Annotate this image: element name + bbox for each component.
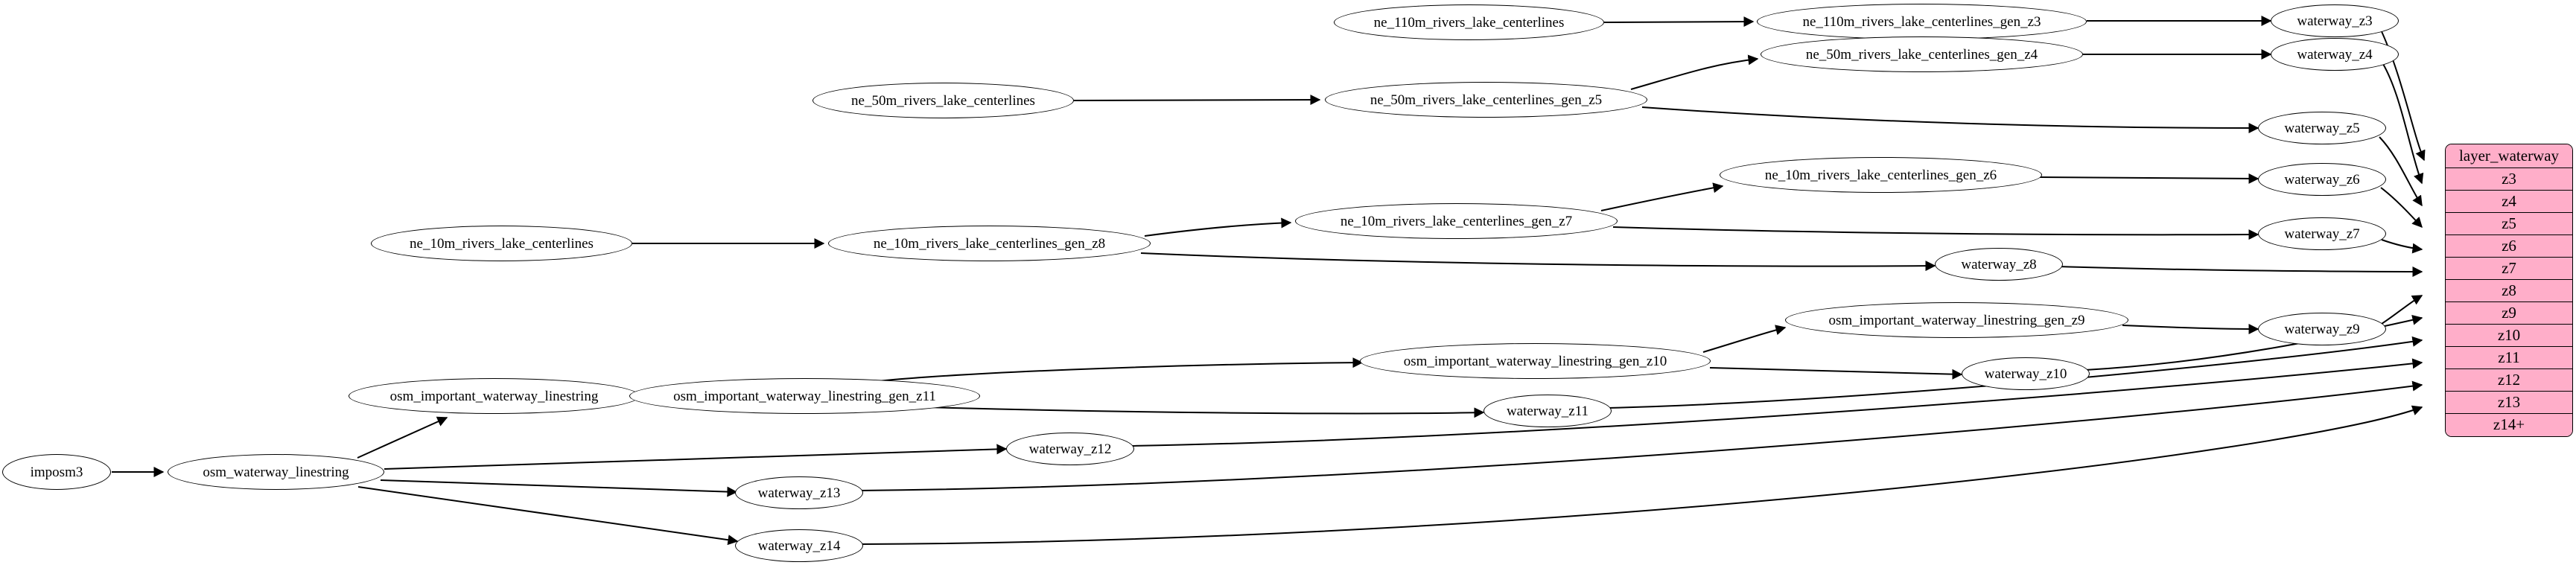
node-label: ne_110m_rivers_lake_centerlines_gen_z3 [1802,13,2041,30]
node-waterway-z11[interactable]: waterway_z11 [1483,395,1612,427]
layer-waterway-table[interactable]: layer_waterway z3 z4 z5 z6 z7 z8 z9 z10 … [2445,144,2573,437]
node-waterway-z10[interactable]: waterway_z10 [1962,357,2090,390]
node-waterway-z5[interactable]: waterway_z5 [2258,112,2386,144]
node-label: waterway_z12 [1028,441,1112,457]
node-label: waterway_z10 [1984,366,2067,382]
node-ne-10m-rivers-lake-centerlines-gen-z6[interactable]: ne_10m_rivers_lake_centerlines_gen_z6 [1720,157,2042,193]
node-waterway-z3[interactable]: waterway_z3 [2271,4,2399,37]
edge-iww-z9-waterway-z9 [2122,323,2259,334]
table-row-z5[interactable]: z5 [2446,213,2572,235]
node-label: waterway_z5 [2284,120,2360,136]
node-label: waterway_z7 [2284,226,2360,242]
table-row-z8[interactable]: z8 [2446,280,2572,302]
node-label: waterway_z6 [2284,171,2360,188]
node-osm-important-waterway-linestring[interactable]: osm_important_waterway_linestring [349,378,640,414]
edge-osm-waterway-z12 [384,444,1008,470]
edge-waterway-z9-table-z9 [2381,295,2423,325]
edge-ne10-z8-waterway-z8 [1140,252,1936,272]
node-label: imposm3 [30,464,83,480]
node-label: ne_10m_rivers_lake_centerlines_gen_z6 [1764,167,1997,183]
node-ne-10m-rivers-lake-centerlines[interactable]: ne_10m_rivers_lake_centerlines [371,226,632,261]
table-row-z13[interactable]: z13 [2446,392,2572,414]
node-label: osm_important_waterway_linestring_gen_z1… [673,388,936,404]
node-waterway-z14[interactable]: waterway_z14 [735,529,863,562]
node-waterway-z6[interactable]: waterway_z6 [2258,163,2386,196]
node-waterway-z8[interactable]: waterway_z8 [1935,248,2063,281]
node-ne-50m-rivers-lake-centerlines[interactable]: ne_50m_rivers_lake_centerlines [812,83,1074,118]
table-row-z7[interactable]: z7 [2446,258,2572,280]
edge-iww-z10-iww-z9 [1702,325,1787,353]
node-label: osm_important_waterway_linestring_gen_z9 [1828,312,2085,328]
edge-ne50-z5-waterway-z5 [1641,106,2259,133]
edge-waterway-z4-table-z4 [2382,63,2424,185]
node-label: waterway_z13 [757,485,841,501]
table-row-z12[interactable]: z12 [2446,369,2572,392]
edge-ne10-z8-ne10-z7 [1144,217,1292,237]
edge-ne50-z5-ne50-z4 [1630,54,1759,90]
node-label: osm_waterway_linestring [203,464,349,480]
node-osm-important-waterway-linestring-gen-z11[interactable]: osm_important_waterway_linestring_gen_z1… [629,378,980,414]
edge-ne10-z7-waterway-z7 [1612,226,2259,240]
edge-ne10-z6-waterway-z6 [2039,173,2259,184]
table-row-z9[interactable]: z9 [2446,302,2572,325]
node-ne-50m-rivers-lake-centerlines-gen-z5[interactable]: ne_50m_rivers_lake_centerlines_gen_z5 [1325,82,1647,118]
node-waterway-z4[interactable]: waterway_z4 [2271,38,2399,71]
node-label: ne_10m_rivers_lake_centerlines [410,235,594,252]
node-waterway-z13[interactable]: waterway_z13 [735,476,863,509]
node-osm-waterway-linestring[interactable]: osm_waterway_linestring [168,454,384,490]
edge-osm-waterway-osm-important [357,416,448,459]
node-waterway-z9[interactable]: waterway_z9 [2258,313,2386,345]
node-label: waterway_z9 [2284,321,2360,337]
node-imposm3[interactable]: imposm3 [2,454,111,490]
node-label: ne_50m_rivers_lake_centerlines [851,92,1035,109]
node-label: waterway_z8 [1961,256,2037,272]
edge-waterway-z5-table-z5 [2379,136,2423,207]
node-ne-50m-rivers-lake-centerlines-gen-z4[interactable]: ne_50m_rivers_lake_centerlines_gen_z4 [1761,36,2083,72]
table-header: layer_waterway [2446,144,2572,168]
node-label: ne_50m_rivers_lake_centerlines_gen_z5 [1370,92,1603,108]
node-waterway-z12[interactable]: waterway_z12 [1006,433,1134,465]
node-label: ne_10m_rivers_lake_centerlines_gen_z8 [873,235,1106,252]
node-label: waterway_z11 [1506,403,1589,419]
edge-waterway-z7-table-z7 [2381,239,2423,254]
node-osm-important-waterway-linestring-gen-z9[interactable]: osm_important_waterway_linestring_gen_z9 [1785,302,2128,338]
node-ne-10m-rivers-lake-centerlines-gen-z8[interactable]: ne_10m_rivers_lake_centerlines_gen_z8 [828,226,1151,261]
edge-waterway-z8-table-z8 [2058,266,2423,277]
table-row-z14plus[interactable]: z14+ [2446,414,2572,436]
table-row-z3[interactable]: z3 [2446,168,2572,191]
node-label: ne_110m_rivers_lake_centerlines [1373,14,1565,31]
node-ne-110m-rivers-lake-centerlines[interactable]: ne_110m_rivers_lake_centerlines [1334,4,1604,40]
node-label: ne_50m_rivers_lake_centerlines_gen_z4 [1805,46,2038,63]
table-row-z6[interactable]: z6 [2446,235,2572,258]
edge-waterway-z6-table-z6 [2380,187,2423,229]
node-label: waterway_z3 [2297,13,2373,29]
edge-iww-z10-waterway-z10 [1709,367,1963,380]
node-label: waterway_z14 [757,537,841,554]
node-ne-10m-rivers-lake-centerlines-gen-z7[interactable]: ne_10m_rivers_lake_centerlines_gen_z7 [1295,203,1618,239]
edge-waterway-z12-table-z12 [1129,358,2423,447]
edge-osm-waterway-z13 [380,479,738,497]
edge-waterway-z14-table-z14 [858,405,2423,545]
table-row-z10[interactable]: z10 [2446,325,2572,347]
node-label: osm_important_waterway_linestring_gen_z1… [1403,353,1667,369]
node-label: waterway_z4 [2297,46,2373,63]
node-label: ne_10m_rivers_lake_centerlines_gen_z7 [1340,213,1573,229]
node-ne-110m-rivers-lake-centerlines-gen-z3[interactable]: ne_110m_rivers_lake_centerlines_gen_z3 [1757,4,2087,39]
node-waterway-z7[interactable]: waterway_z7 [2258,217,2386,250]
node-osm-important-waterway-linestring-gen-z10[interactable]: osm_important_waterway_linestring_gen_z1… [1360,343,1711,379]
edge-osm-waterway-z14 [357,486,739,546]
table-row-z4[interactable]: z4 [2446,191,2572,213]
table-row-z11[interactable]: z11 [2446,347,2572,369]
edge-ne10-z7-ne10-z6 [1600,182,1724,211]
node-label: osm_important_waterway_linestring [389,388,599,404]
